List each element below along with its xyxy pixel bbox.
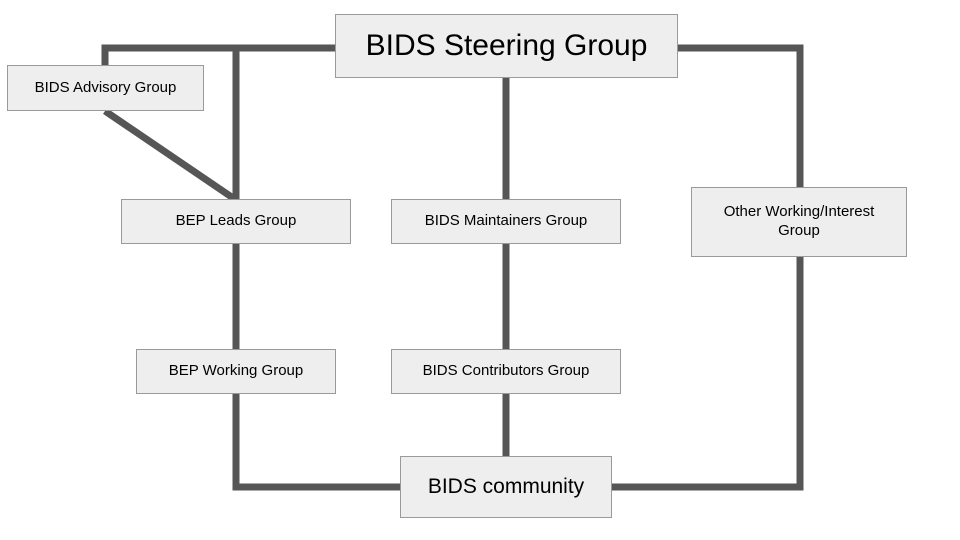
- node-label-advisory: BIDS Advisory Group: [34, 78, 177, 96]
- node-label-maintainers: BIDS Maintainers Group: [424, 212, 588, 230]
- node-bids-advisory-group[interactable]: BIDS Advisory Group: [7, 65, 204, 111]
- edge-steering-to-other-working: [675, 44, 804, 190]
- edge-bep-working-to-community: [232, 391, 403, 491]
- node-label-community: BIDS community: [427, 474, 585, 498]
- node-label-other-working: Other Working/Interest Group: [723, 203, 875, 239]
- node-other-working-interest-group[interactable]: Other Working/Interest Group: [691, 187, 907, 257]
- edge-steering-to-advisory: [101, 44, 338, 68]
- node-bids-community[interactable]: BIDS community: [400, 456, 612, 518]
- node-bids-maintainers-group[interactable]: BIDS Maintainers Group: [391, 199, 621, 244]
- edge-other-working-to-community: [609, 254, 804, 491]
- node-label-steering: BIDS Steering Group: [365, 29, 648, 63]
- node-bids-contributors-group[interactable]: BIDS Contributors Group: [391, 349, 621, 394]
- node-bep-leads-group[interactable]: BEP Leads Group: [121, 199, 351, 244]
- node-bids-steering-group[interactable]: BIDS Steering Group: [335, 14, 678, 78]
- node-label-bep-leads: BEP Leads Group: [175, 212, 297, 230]
- node-label-bep-working: BEP Working Group: [168, 362, 304, 380]
- edge-advisory-to-bep-leads: [103, 108, 238, 203]
- node-label-contributors: BIDS Contributors Group: [422, 362, 590, 380]
- node-bep-working-group[interactable]: BEP Working Group: [136, 349, 336, 394]
